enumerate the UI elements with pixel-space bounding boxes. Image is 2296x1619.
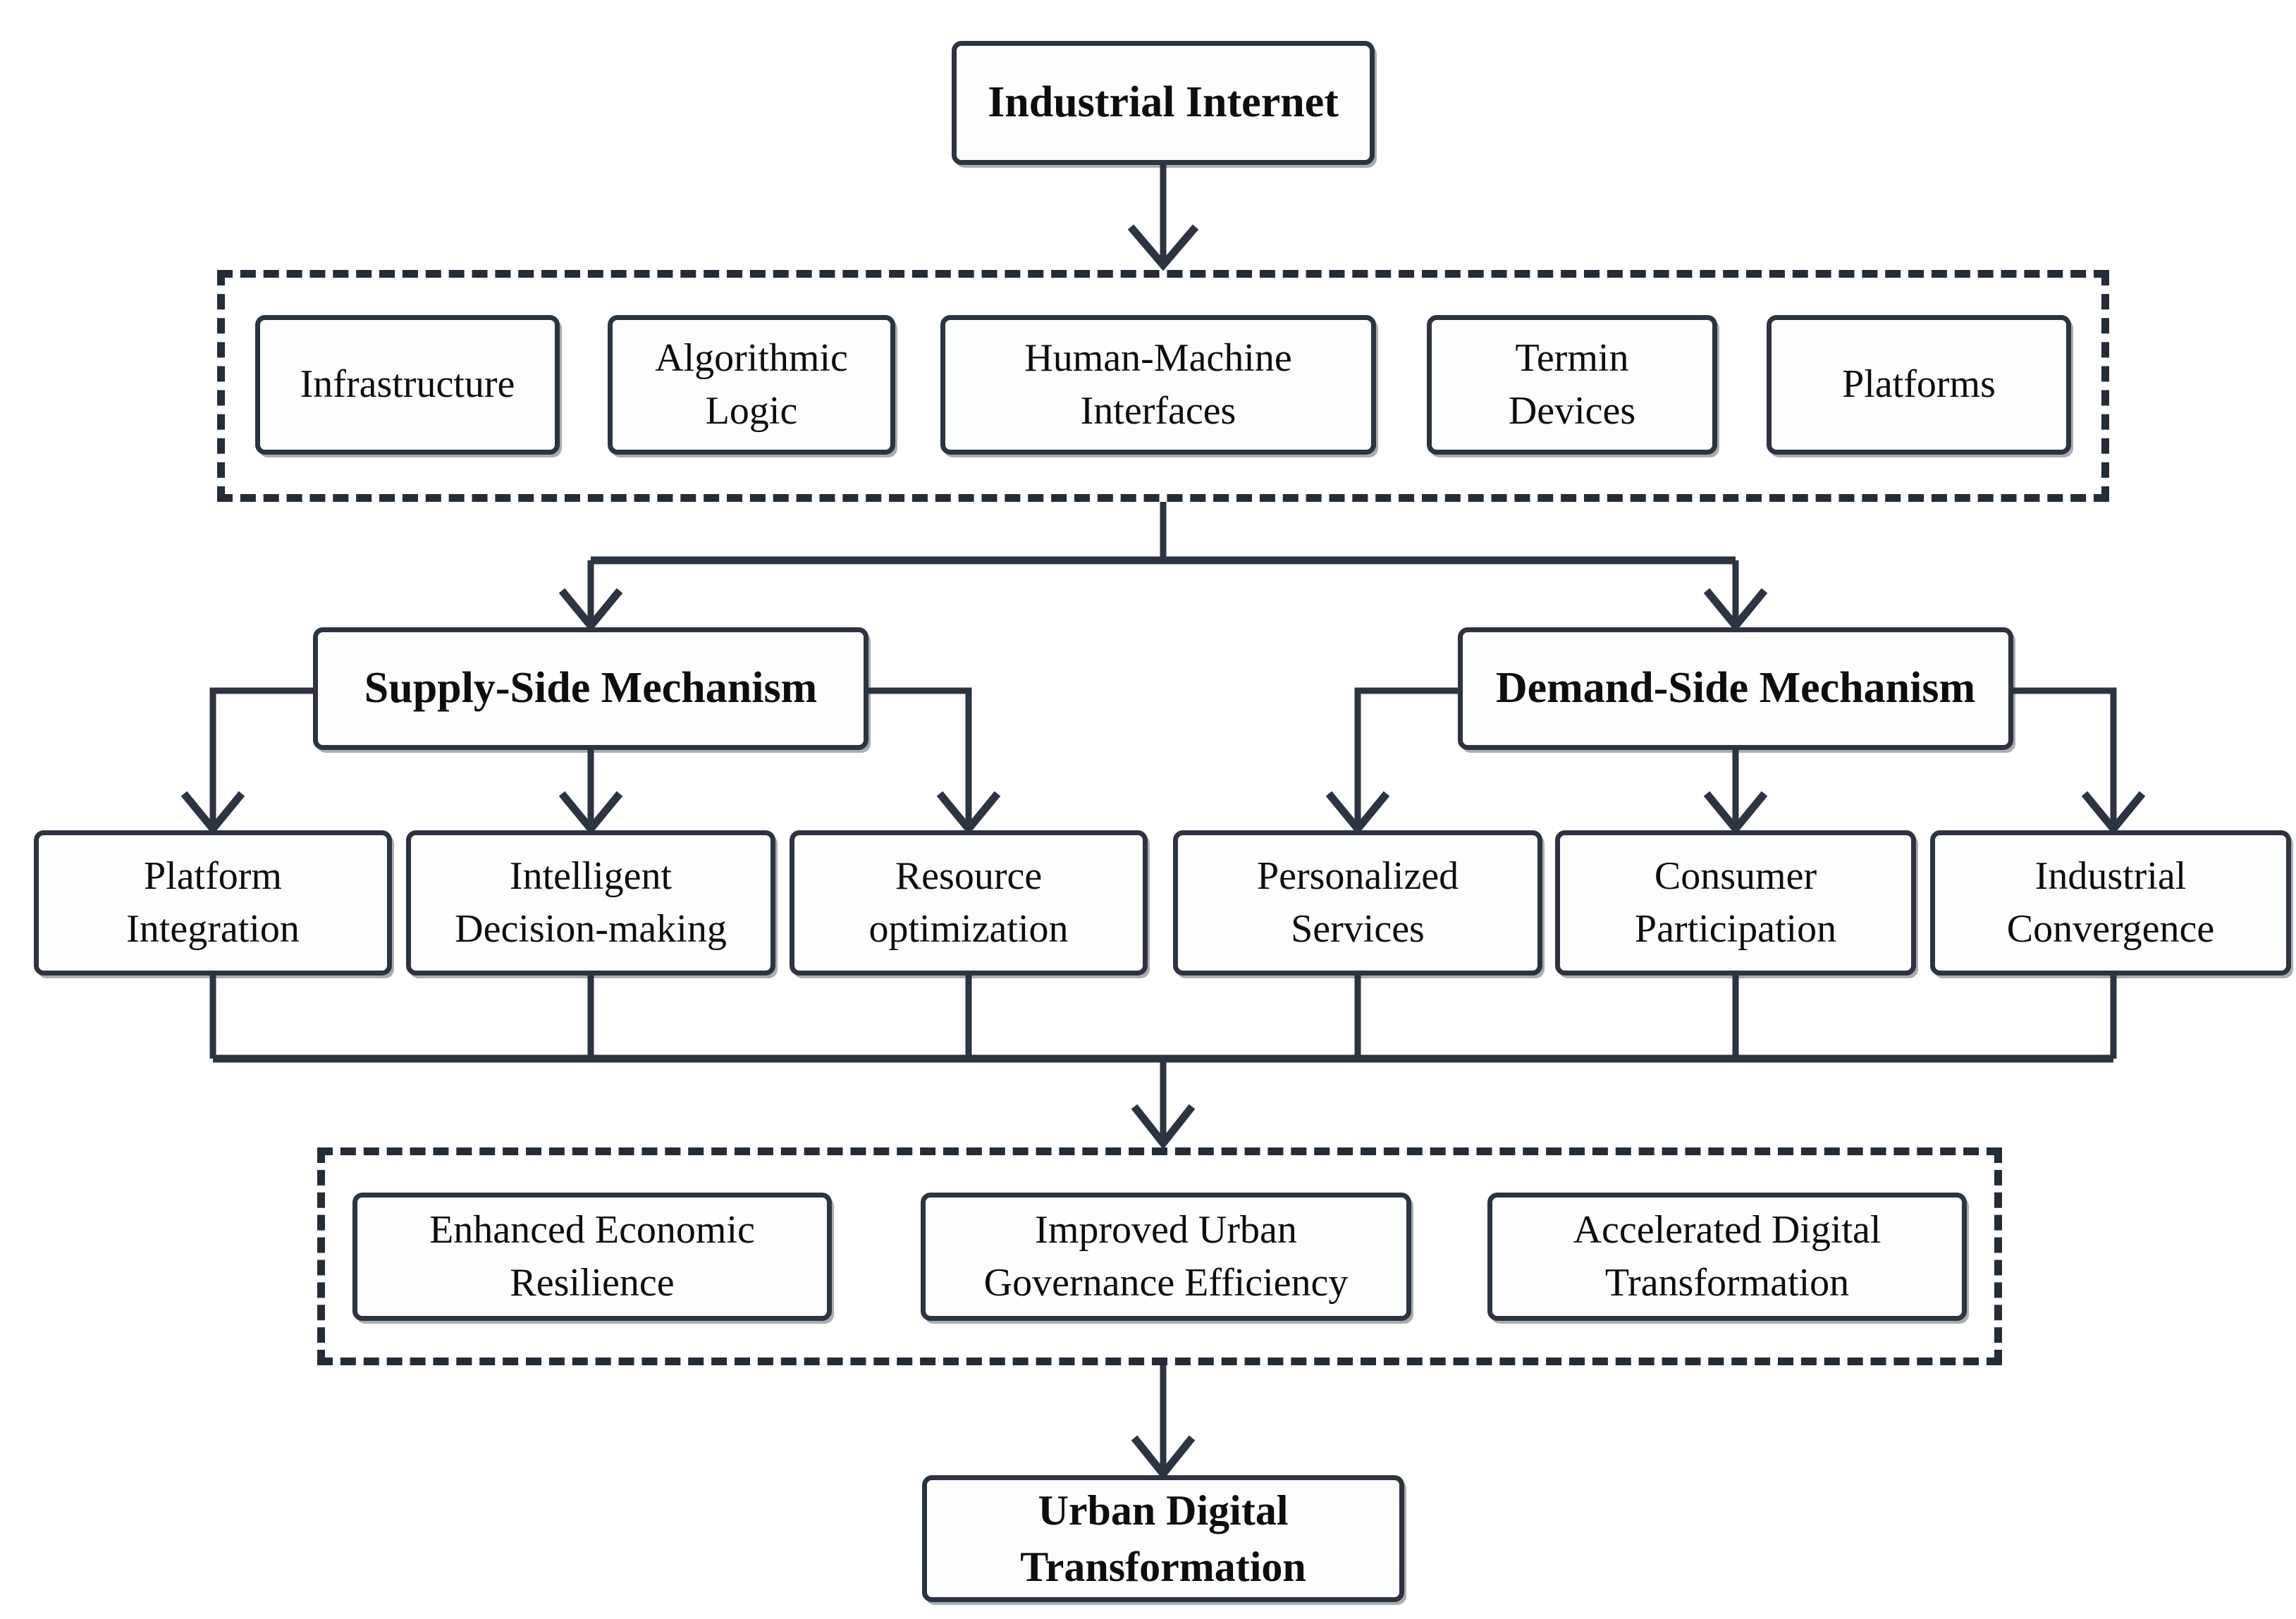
node-platforms[interactable]: Platforms bbox=[1767, 315, 2071, 455]
arrowhead-bus-to-demand bbox=[1703, 588, 1768, 632]
node-infrastructure-label: Infrastructure bbox=[300, 362, 515, 407]
arrowhead-supply-to-intelligent-decision bbox=[558, 791, 623, 835]
node-demand-side-mechanism[interactable]: Demand-Side Mechanism bbox=[1458, 627, 2013, 750]
arrowhead-supply-to-platform-integration bbox=[180, 791, 245, 835]
node-supply-side-mechanism-label: Supply-Side Mechanism bbox=[364, 664, 818, 713]
arrowhead-supply-to-resource-optimization bbox=[936, 791, 1001, 835]
arrowhead-demand-to-consumer-participation bbox=[1703, 791, 1768, 835]
edge-supply-to-resource-optimization bbox=[868, 687, 972, 830]
edge-demand-to-industrial-convergence bbox=[2013, 687, 2117, 830]
group-outcomes bbox=[317, 1147, 2002, 1365]
node-industrial-internet-label: Industrial Internet bbox=[988, 78, 1339, 127]
node-platforms-label: Platforms bbox=[1842, 362, 1996, 407]
arrowhead-demand-to-personalized-services bbox=[1325, 791, 1390, 835]
edge-demand-to-personalized-services bbox=[1354, 687, 1458, 830]
arrowhead-root-to-enablers bbox=[1127, 224, 1199, 271]
arrowhead-demand-to-industrial-convergence bbox=[2081, 791, 2146, 835]
node-infrastructure[interactable]: Infrastructure bbox=[255, 315, 560, 455]
group-industrial-internet-enablers bbox=[217, 270, 2109, 502]
edge-supply-to-platform-integration bbox=[209, 687, 313, 830]
node-supply-side-mechanism[interactable]: Supply-Side Mechanism bbox=[313, 627, 868, 750]
node-demand-side-mechanism-label: Demand-Side Mechanism bbox=[1495, 664, 1976, 713]
arrowhead-bus-to-supply bbox=[558, 588, 623, 632]
arrowhead-merge-to-outcomes bbox=[1131, 1104, 1196, 1150]
node-industrial-internet[interactable]: Industrial Internet bbox=[952, 41, 1375, 165]
arrowhead-outcomes-to-final bbox=[1131, 1435, 1196, 1480]
